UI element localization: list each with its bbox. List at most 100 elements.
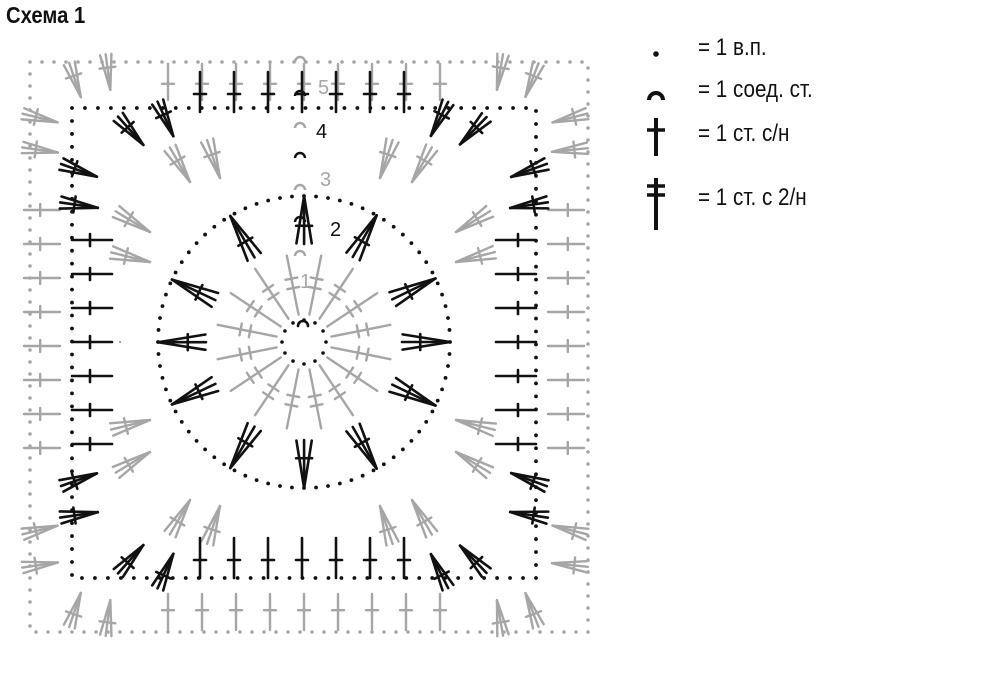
chain-dot [534,433,538,438]
round2-cluster [345,214,378,262]
chain-dot [586,246,590,250]
chain-dot [96,106,100,110]
round4-corner-cluster [58,195,100,214]
chain-dot [203,447,208,452]
round5-bottom-stitch [228,592,244,632]
round4-left-stitch [70,368,114,384]
chain-dot [82,630,86,634]
round4-right-stitch [494,368,538,384]
slip-stitch-arc-icon [647,91,665,101]
chain-dot [534,173,538,178]
chain-dot [70,274,74,279]
chain-dot [460,60,464,64]
chain-dot [28,276,32,280]
round4-corner-cluster [112,111,145,147]
chain-dot [534,212,538,217]
chain-dot [495,576,499,580]
round4-top-stitch [328,70,344,114]
chain-dot [148,60,152,64]
chain-dot [328,60,332,64]
round4-left-stitch [70,436,114,452]
chain-dot [28,72,32,76]
chain-dot [586,306,590,310]
chain-dot [243,206,248,211]
chain-dot [80,576,84,580]
round1-stitch [284,254,301,316]
round4-top-stitch [362,70,378,114]
chain-dot [586,618,590,622]
chain-dot [164,292,168,297]
round5-corner-cluster [524,592,545,630]
chain-dot [290,106,295,110]
chain-dot [586,258,590,262]
chain-dot [134,106,139,110]
chain-dot [266,198,271,203]
chain-dot [490,630,494,634]
chain-dot [28,480,32,484]
round5-corner-cluster [550,556,590,575]
chain-dot [534,563,538,567]
chain-dot [131,576,136,580]
chain-dot [274,576,279,580]
chain-dot [88,60,92,64]
chain-dot [70,508,74,513]
chain-dot [534,537,538,541]
round4-corner-cluster [458,544,492,579]
chain-dot [484,60,488,64]
round3-cluster [378,504,400,547]
chain-dot [391,455,396,460]
chain-dot [268,60,272,64]
round5-corner-cluster [550,140,590,159]
chain-dot [349,202,354,206]
chain-dot [70,521,74,526]
chain-dot [225,106,230,110]
chain-dot [417,250,422,255]
chain-dot [287,576,292,580]
chain-dot [586,390,590,394]
round2-cluster [170,375,220,406]
chain-dot [28,420,32,424]
chain-dot [360,473,365,478]
chain-dot [550,630,554,634]
chain-dot [586,414,590,418]
chain-dot [586,510,590,514]
chain-dot [339,576,344,580]
legend: = 1 в.п. = 1 соед. ст. = 1 ст. с/н = 1 с… [640,30,990,250]
chain-dot [534,485,538,490]
chain-dot [586,150,590,154]
chain-dot [28,528,32,532]
chain-dot [586,450,590,454]
chain-dot [352,576,357,580]
chain-dot [70,106,74,110]
chain-dot [186,106,191,110]
chain-dot [534,472,538,477]
chain-dot [70,222,74,227]
chain-dot [70,482,74,487]
chain-dot [534,446,538,451]
round1-stitch [284,368,301,430]
chain-dot [70,157,74,162]
chain-dot [381,462,386,467]
chain-dot [290,194,294,199]
round1-stitch [307,368,324,430]
round4-corner-cluster [150,552,175,592]
chain-dot [586,378,590,382]
chain-dot [365,576,370,580]
chain-dot [485,106,490,110]
chain-dot [28,180,32,184]
chain-dot [28,132,32,136]
chain-dot [534,368,538,373]
chain-dot [534,420,538,425]
chain-dot [173,409,178,414]
chain-dot [28,372,32,376]
chain-dot [196,60,200,64]
chain-dot [314,194,318,199]
chain-dot [586,90,590,94]
round-number-label: 5 [318,77,329,99]
chain-dot [70,469,74,474]
chain-dot [70,209,74,214]
chain-dot [243,473,248,478]
round4-bottom-stitch [328,536,344,580]
chain-dot [178,630,182,634]
